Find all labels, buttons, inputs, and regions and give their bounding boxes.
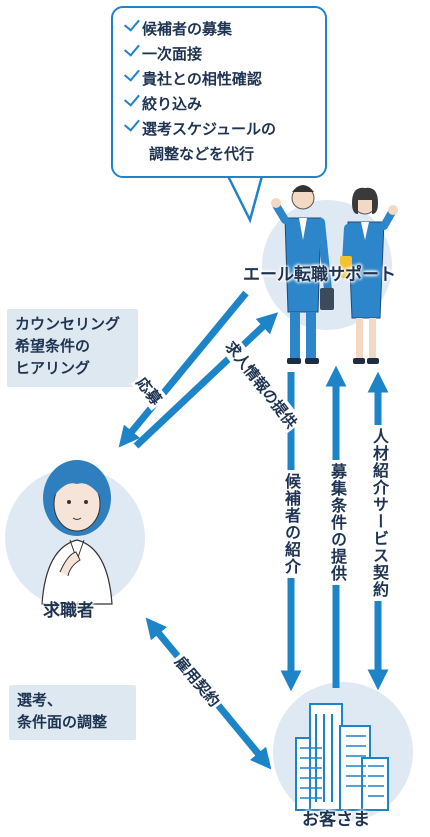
- check-icon: [123, 115, 140, 132]
- check-icon: [123, 15, 140, 32]
- recruit-conditions-label: 募集条件の提供: [325, 460, 349, 585]
- task-item-continuation: 調整などを代行: [149, 145, 255, 163]
- contract-label: 人材紹介サービス契約: [367, 425, 391, 601]
- bubble-tail: [226, 175, 264, 224]
- task-item: 選考スケジュールの: [123, 115, 276, 139]
- candidate-label: 求職者: [43, 601, 94, 621]
- agency-label: エール転職サポート: [243, 265, 396, 285]
- check-icon: [123, 90, 140, 107]
- check-icon: [123, 40, 140, 57]
- candidate-illustration: [41, 460, 113, 605]
- task-item: 候補者の募集: [123, 15, 232, 39]
- client-buildings-illustration: [295, 703, 389, 811]
- check-icon: [123, 65, 140, 82]
- arrow-job-info: [118, 290, 249, 448]
- task-item: 一次面接: [123, 40, 202, 64]
- selection-note: 選考、 条件面の調整: [9, 685, 136, 740]
- agency-tasks-bubble: 候補者の募集 一次面接 貴社との相性確認 絞り込み 選考スケジュールの 調整など…: [111, 6, 327, 178]
- counseling-note: カウンセリング 希望条件の ヒアリング: [7, 309, 138, 387]
- agency-staff-illustration: [271, 185, 398, 364]
- arrow-apply: [133, 312, 279, 449]
- client-label: お客さま: [302, 810, 370, 830]
- task-item: 貴社との相性確認: [123, 65, 262, 89]
- introduce-label: 候補者の紹介: [279, 470, 303, 578]
- task-item: 絞り込み: [123, 90, 202, 114]
